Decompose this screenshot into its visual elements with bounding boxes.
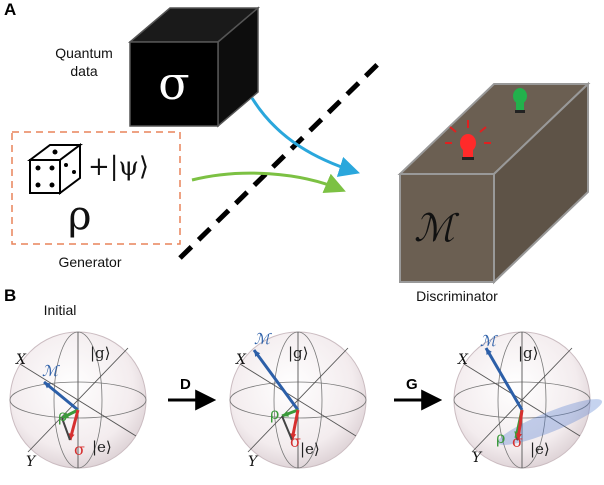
difference-line <box>515 437 519 441</box>
bloch-spheres <box>9 331 603 469</box>
discriminator-box <box>397 81 591 285</box>
generator-trajectory <box>497 399 603 445</box>
bloch-sphere-1 <box>9 331 147 469</box>
ket-g-label: |g⟩ <box>90 344 111 362</box>
quantum-data-cube <box>127 6 261 128</box>
d-step-label: D <box>180 376 191 393</box>
rho-vector-head <box>62 412 69 418</box>
y-axis-line <box>27 347 129 453</box>
x-axis-label: X <box>16 352 26 368</box>
measurement-vector-head <box>486 348 492 355</box>
m-label: ℳ <box>42 362 59 380</box>
rho-label: ρ <box>496 428 506 447</box>
bloch-sphere-2 <box>229 331 367 469</box>
g-step-label: G <box>406 376 418 393</box>
measurement-vector <box>43 380 79 412</box>
m-label: ℳ <box>480 332 497 350</box>
dice-icon <box>27 143 83 195</box>
discriminator-label: Discriminator <box>416 288 498 304</box>
dashed-divider <box>178 62 380 260</box>
sigma-vector-head <box>515 433 522 440</box>
quantum-data-arrow <box>250 97 361 177</box>
sigma-symbol: σ <box>158 56 190 110</box>
ket-e-label: |e⟩ <box>92 438 112 456</box>
ket-g-label: |g⟩ <box>288 344 309 362</box>
bloch-sphere-3 <box>453 331 603 469</box>
x-axis-label: X <box>236 352 246 368</box>
y-axis-label: Y <box>26 454 36 470</box>
m-label: ℳ <box>254 330 271 348</box>
rho-vector-head <box>282 410 289 417</box>
sigma-label: σ <box>74 440 85 459</box>
x-axis-label: X <box>458 352 468 368</box>
y-axis-label: Y <box>248 454 258 470</box>
quantum-data-label: Quantum data <box>55 45 113 79</box>
difference-line <box>281 415 293 441</box>
rho-symbol: ρ <box>68 193 92 239</box>
measurement-vector-head <box>44 382 51 389</box>
generator-arrow <box>191 171 346 194</box>
psi-state-label: +|ψ⟩ <box>88 152 150 182</box>
generator-box <box>11 131 181 245</box>
y-axis-line <box>471 347 573 453</box>
sigma-label: σ <box>512 432 523 451</box>
y-axis-line <box>247 347 349 453</box>
measurement-vector <box>252 349 300 411</box>
initial-label: Initial <box>43 302 77 318</box>
sigma-label: σ <box>290 432 301 451</box>
measurement-vector-head <box>254 350 261 357</box>
ket-e-label: |e⟩ <box>530 440 550 458</box>
measurement-symbol: ℳ <box>414 206 455 250</box>
rho-label: ρ <box>58 406 68 425</box>
ket-g-label: |g⟩ <box>518 344 539 362</box>
ket-e-label: |e⟩ <box>300 440 320 458</box>
panel-a-label: A <box>4 0 17 19</box>
generator-label: Generator <box>58 254 122 270</box>
measurement-vector <box>484 347 524 411</box>
green-bulb-icon <box>513 88 527 113</box>
red-bulb-icon <box>445 120 491 160</box>
rho-label: ρ <box>270 404 280 423</box>
y-axis-label: Y <box>472 450 482 466</box>
panel-b-label: B <box>4 286 17 305</box>
difference-line <box>61 417 71 441</box>
